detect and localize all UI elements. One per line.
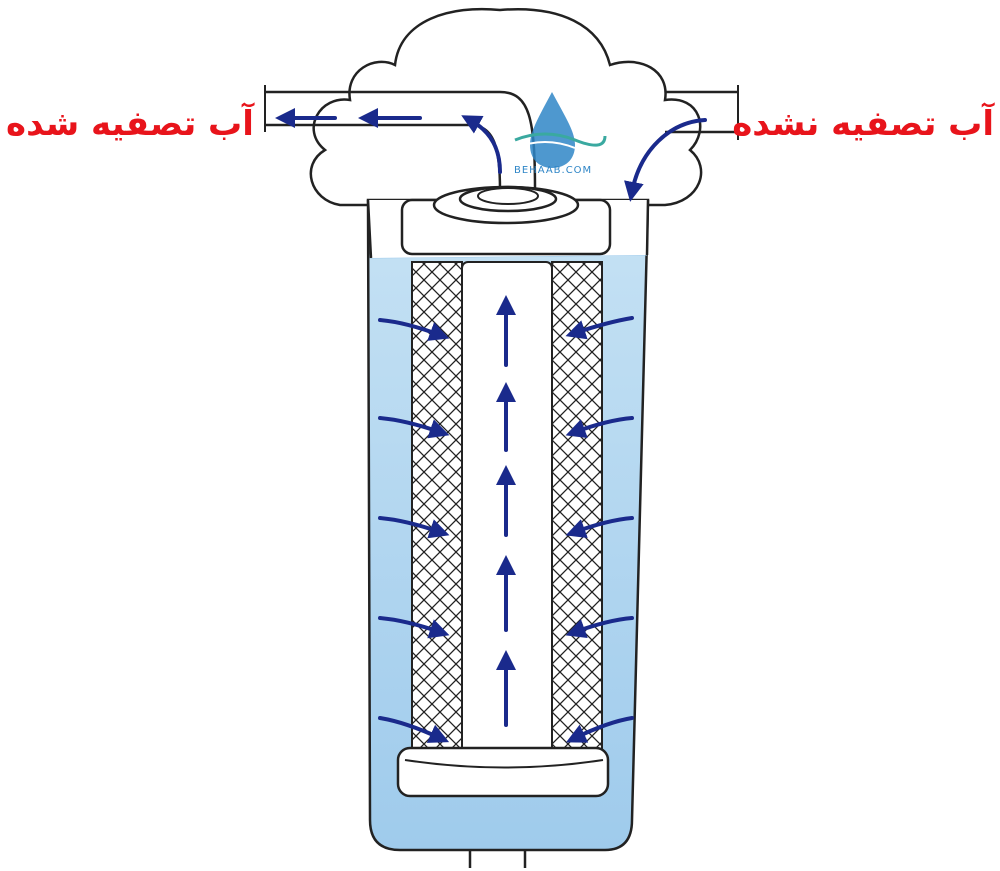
side-arrow-right-3: [565, 516, 634, 538]
side-arrow-left-5: [378, 716, 450, 743]
side-arrow-right-1: [565, 316, 634, 340]
side-arrow-right-2: [565, 416, 634, 438]
outlet-arrow-3: [461, 115, 502, 174]
side-arrow-right-4: [565, 616, 634, 638]
side-arrow-left-3: [378, 516, 450, 539]
cartridge-mesh-left: [411, 261, 463, 775]
filter-head: [309, 7, 703, 207]
inlet-pipe: [665, 90, 738, 134]
cartridge-mesh-right: [551, 261, 603, 775]
treated-water-label: آب تصفیه شده: [6, 104, 254, 144]
side-arrow-left-2: [378, 416, 450, 439]
drain-nub: [468, 850, 527, 868]
cartridge-bottom-cap: [396, 746, 610, 798]
side-arrow-right-5: [566, 716, 634, 743]
side-arrow-left-1: [378, 318, 450, 341]
untreated-water-label: آب تصفیه نشده: [732, 104, 994, 144]
side-arrow-left-4: [378, 616, 450, 639]
brand-text: BEHAAB.COM: [514, 165, 593, 176]
water-drop-icon: [514, 92, 607, 168]
inlet-arrow: [624, 118, 707, 202]
